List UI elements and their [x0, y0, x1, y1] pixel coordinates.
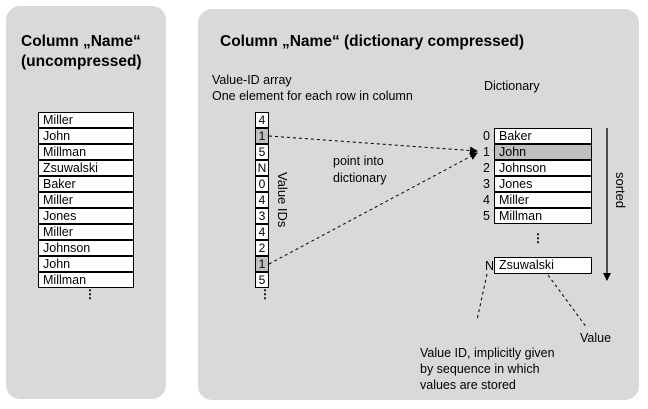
value-leader — [547, 274, 588, 329]
pointer-label-line2: dictionary — [333, 171, 387, 185]
value-id-cell: N — [255, 160, 269, 176]
value-id-cell: 4 — [255, 224, 269, 240]
dictionary-entry: Miller — [494, 192, 592, 208]
dictionary-index: 4 — [483, 193, 490, 207]
dictionary-index: 2 — [483, 161, 490, 175]
pointer-arrow-top — [268, 135, 478, 155]
dictionary-entry: Baker — [494, 128, 592, 144]
dictionary-entry: Johnson — [494, 160, 592, 176]
uncompressed-cell: Zsuwalski — [38, 160, 134, 176]
uncompressed-cell: John — [38, 256, 134, 272]
value-id-cell: 5 — [255, 144, 269, 160]
value-id-cell: 4 — [255, 112, 269, 128]
pointer-label-line1: point into — [333, 154, 384, 168]
uncompressed-title-line1: Column „Name“ — [21, 33, 141, 50]
uncompressed-cell: Millman — [38, 144, 134, 160]
value-id-cell: 3 — [255, 208, 269, 224]
dictionary-index: 5 — [483, 209, 490, 223]
dictionary-entry-highlighted: John — [494, 144, 592, 160]
value-id-cell: 5 — [255, 272, 269, 288]
uncompressed-title-line2: (uncompressed) — [21, 53, 142, 70]
value-id-cell: 4 — [255, 192, 269, 208]
uncompressed-cell: Miller — [38, 112, 134, 128]
uncompressed-cell: Johnson — [38, 240, 134, 256]
dictionary-index: 3 — [483, 177, 490, 191]
value-id-note-line2: by sequence in which — [420, 362, 540, 376]
dictionary-entry-last: Zsuwalski — [494, 257, 592, 274]
dictionary-entry: Jones — [494, 176, 592, 192]
uncompressed-cell: Millman — [38, 272, 134, 288]
uncompressed-cell: Baker — [38, 176, 134, 192]
uncompressed-cell: Miller — [38, 224, 134, 240]
value-id-cell-highlighted: 1 — [255, 256, 269, 272]
dictionary-index-last: N — [484, 259, 494, 273]
value-id-note-line1: Value ID, implicitly given — [420, 346, 555, 360]
value-id-leader — [476, 273, 488, 321]
value-id-cell-highlighted: 1 — [255, 128, 269, 144]
value-label: Value — [580, 331, 612, 345]
value-id-cell: 2 — [255, 240, 269, 256]
pointer-arrow-bottom — [268, 152, 478, 265]
uncompressed-cell: Miller — [38, 192, 134, 208]
uncompressed-cell: John — [38, 128, 134, 144]
value-id-array-description: One element for each row in column — [212, 89, 413, 103]
dictionary-index: 0 — [483, 129, 490, 143]
value-id-array-label: Value-ID array — [212, 73, 292, 87]
value-id-note-line3: values are stored — [420, 378, 516, 392]
dictionary-label: Dictionary — [484, 79, 540, 93]
compressed-title: Column „Name“ (dictionary compressed) — [220, 33, 525, 50]
uncompressed-cell: Jones — [38, 208, 134, 224]
dictionary-entry: Millman — [494, 208, 592, 224]
value-id-cell: 0 — [255, 176, 269, 192]
dictionary-index: 1 — [483, 145, 490, 159]
